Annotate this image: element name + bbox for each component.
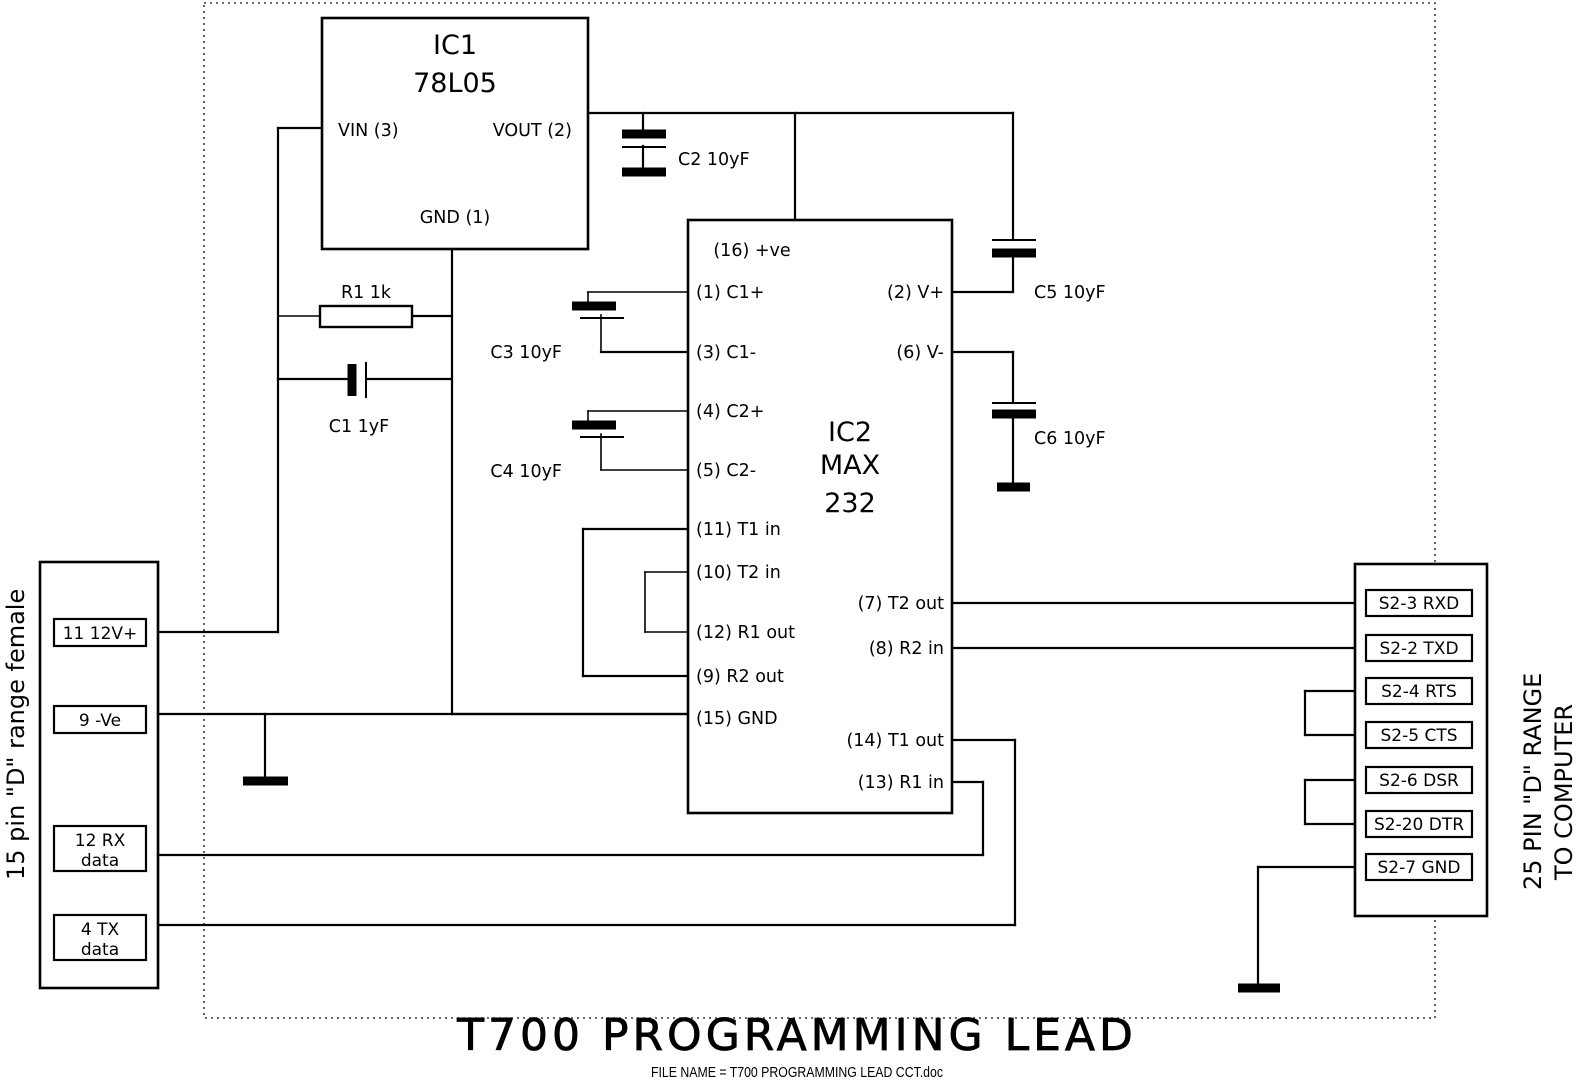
right-pin-label-1: S2-2 TXD — [1379, 639, 1458, 659]
enclosure-boundary — [203, 2, 1436, 1019]
left-pin-label-3b: data — [81, 940, 119, 960]
ic2-box — [686, 218, 954, 815]
left-pin-box-1[interactable] — [52, 704, 148, 735]
ic1-pin-gnd: GND (1) — [420, 208, 490, 228]
ic1-part: 78L05 — [413, 68, 497, 99]
ic2-part-line1: MAX — [820, 450, 880, 481]
r1-label: R1 1k — [341, 283, 392, 303]
ic1-pin-vout: VOUT (2) — [493, 121, 572, 141]
ic2-pin-11: (11) T1 in — [696, 520, 781, 540]
ic2-name: IC2 — [828, 417, 872, 448]
ic2-pin-13: (13) R1 in — [858, 773, 944, 793]
ic2-pin-3: (3) C1- — [696, 343, 756, 363]
right-pin-label-2: S2-4 RTS — [1381, 682, 1457, 702]
right-pin-box-0[interactable] — [1364, 588, 1474, 618]
ic2-pin-14: (14) T1 out — [846, 731, 944, 751]
ic2-part-line2: 232 — [824, 488, 876, 519]
c3-label: C3 10yF — [490, 343, 562, 363]
left-pin-box-0[interactable] — [52, 617, 148, 648]
left-pin-box-2[interactable] — [52, 824, 148, 873]
c1-label: C1 1yF — [329, 417, 389, 437]
ic2-pin-9: (9) R2 out — [696, 667, 784, 687]
ic2-pin-6: (6) V- — [896, 343, 944, 363]
right-pin-label-3: S2-5 CTS — [1380, 726, 1457, 746]
ic2-pin-4: (4) C2+ — [696, 402, 764, 422]
left-pin-label-3a: 4 TX — [81, 920, 120, 940]
component-symbols — [318, 129, 1036, 438]
right-pin-box-4[interactable] — [1364, 765, 1474, 795]
right-pin-label-6: S2-7 GND — [1378, 858, 1461, 878]
ic2-pin-16: (16) +ve — [713, 241, 790, 261]
c6-label: C6 10yF — [1034, 429, 1106, 449]
right-pin-box-2[interactable] — [1364, 676, 1474, 706]
ic2-pin-15: (15) GND — [696, 709, 778, 729]
right-pin-label-5: S2-20 DTR — [1374, 815, 1464, 835]
ic2-pin-12: (12) R1 out — [696, 623, 795, 643]
c5-label: C5 10yF — [1034, 283, 1106, 303]
ic2-pin-1: (1) C1+ — [696, 283, 764, 303]
ic1-pin-vin: VIN (3) — [338, 121, 399, 141]
left-pin-box-3[interactable] — [52, 913, 148, 962]
right-connector-caption-line1: 25 PIN "D" RANGE — [1519, 673, 1547, 890]
right-pin-label-4: S2-6 DSR — [1379, 771, 1459, 791]
c4-label: C4 10yF — [490, 462, 562, 482]
ic1-name: IC1 — [433, 30, 477, 61]
left-pin-label-2a: 12 RX — [75, 831, 126, 851]
right-pin-box-1[interactable] — [1364, 633, 1474, 663]
ic2-pin-5: (5) C2- — [696, 461, 756, 481]
right-pin-box-6[interactable] — [1364, 852, 1474, 882]
left-connector-caption: 15 pin "D" range female — [2, 589, 30, 880]
left-pin-label-0: 11 12V+ — [63, 624, 138, 644]
ic2-pin-2: (2) V+ — [887, 283, 944, 303]
right-pin-label-0: S2-3 RXD — [1379, 594, 1460, 614]
right-pin-box-5[interactable] — [1364, 809, 1474, 839]
ic1-box — [320, 16, 590, 251]
right-pin-box-3[interactable] — [1364, 720, 1474, 750]
ic2-pin-8: (8) R2 in — [869, 639, 944, 659]
right-connector-caption-line2: TO COMPUTER — [1550, 704, 1578, 881]
left-pin-label-1: 9 -Ve — [79, 711, 121, 731]
r1-body — [318, 304, 414, 329]
left-pin-label-2b: data — [81, 851, 119, 871]
ic2-pin-10: (10) T2 in — [696, 563, 781, 583]
ic2-pin-7: (7) T2 out — [858, 594, 945, 614]
c2-label: C2 10yF — [678, 150, 750, 170]
